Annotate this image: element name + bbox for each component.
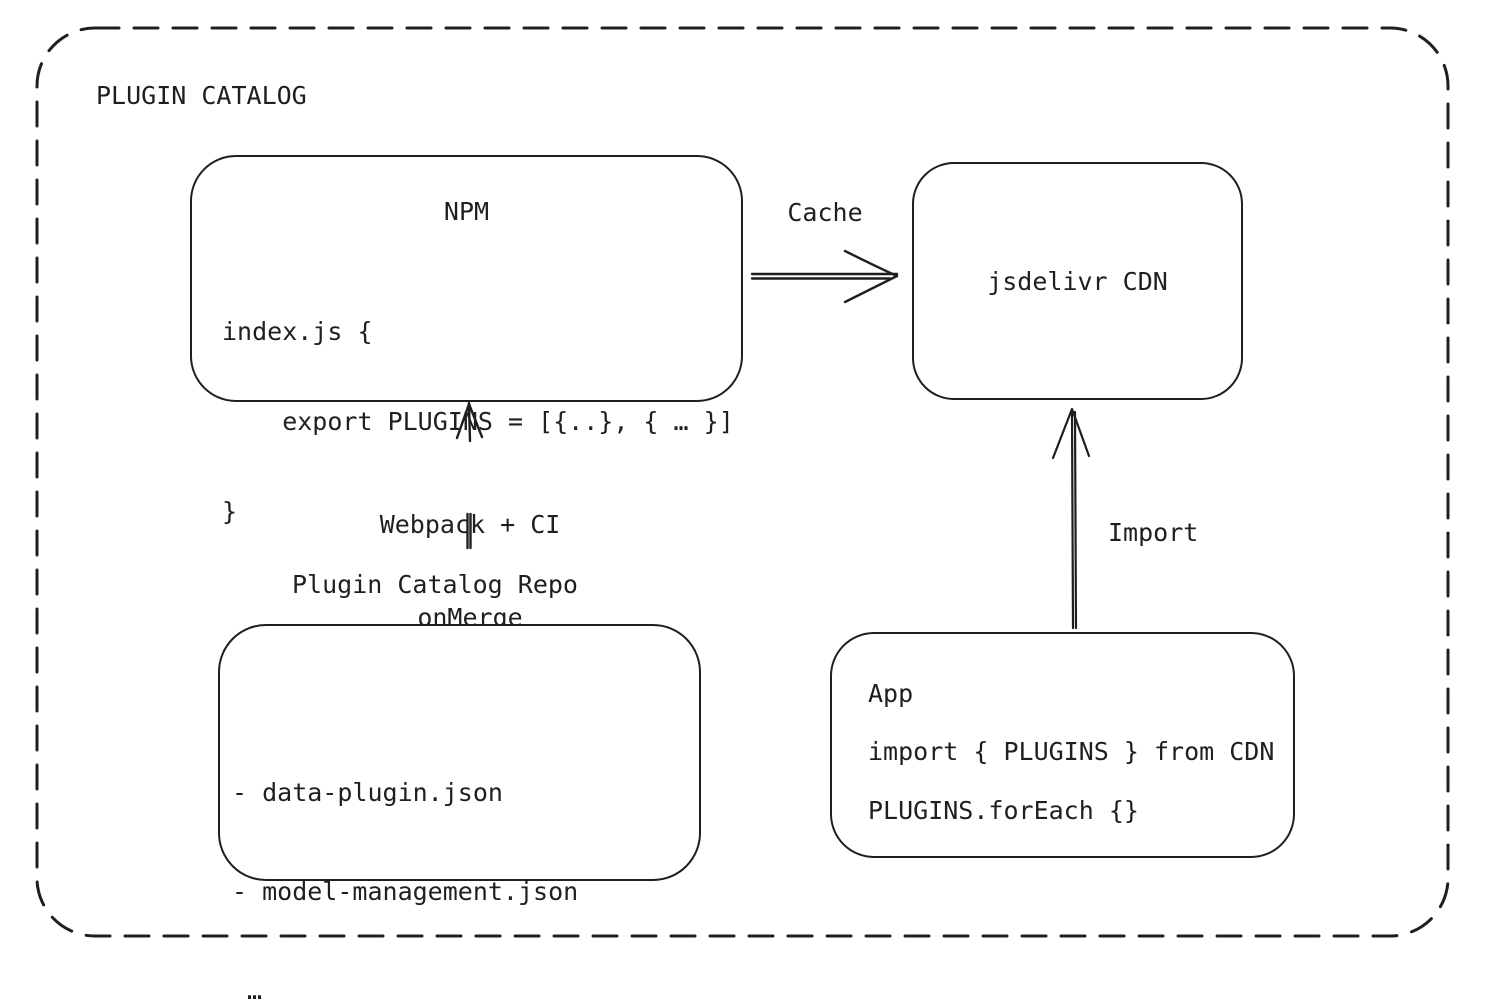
app-node-title: App bbox=[868, 679, 914, 708]
repo-node-title: Plugin Catalog Repo bbox=[292, 570, 578, 599]
cdn-node-label: jsdelivr CDN bbox=[987, 266, 1168, 296]
app-code-line: PLUGINS.forEach {} bbox=[868, 796, 1139, 825]
import-edge-label: Import bbox=[1108, 518, 1199, 547]
build-edge-label-line: Webpack + CI bbox=[379, 510, 561, 539]
repo-file-item: … bbox=[232, 976, 263, 1002]
cache-arrowhead-upper bbox=[843, 249, 899, 278]
cache-arrow[interactable] bbox=[750, 249, 899, 304]
build-arrow-stem-top bbox=[467, 401, 472, 443]
npm-code-block: index.js { export PLUGINS = [{..}, { … }… bbox=[222, 257, 741, 587]
repo-file-item: - data-plugin.json bbox=[232, 778, 503, 807]
import-arrowhead bbox=[1051, 407, 1091, 460]
dashed-border bbox=[35, 26, 1450, 938]
frame-title: PLUGIN CATALOG bbox=[96, 81, 307, 110]
npm-code-line: } bbox=[222, 497, 238, 526]
import-arrow-shaft-b bbox=[1073, 410, 1078, 630]
import-arrow[interactable] bbox=[1051, 407, 1091, 630]
import-arrow-shaft-a bbox=[1070, 410, 1075, 630]
app-node[interactable]: App import { PLUGINS } from CDN PLUGINS.… bbox=[830, 632, 1295, 858]
npm-node-title: NPM bbox=[443, 197, 490, 226]
npm-code-line: index.js { bbox=[222, 317, 373, 346]
plugin-catalog-frame[interactable] bbox=[35, 26, 1450, 938]
repo-file-item: - model-management.json bbox=[232, 877, 579, 906]
repo-node[interactable]: - data-plugin.json - model-management.js… bbox=[218, 624, 701, 1002]
app-code-line: import { PLUGINS } from CDN bbox=[868, 737, 1275, 766]
cache-arrowhead-lower bbox=[843, 274, 899, 304]
cache-edge-label: Cache bbox=[787, 198, 863, 227]
repo-file-list: - data-plugin.json - model-management.js… bbox=[232, 710, 699, 1002]
build-arrow[interactable] bbox=[455, 401, 484, 550]
npm-node[interactable]: NPM index.js { export PLUGINS = [{..}, {… bbox=[190, 155, 743, 526]
npm-code-line: export PLUGINS = [{..}, { … }] bbox=[222, 407, 734, 436]
cdn-node[interactable]: jsdelivr CDN bbox=[912, 162, 1243, 400]
